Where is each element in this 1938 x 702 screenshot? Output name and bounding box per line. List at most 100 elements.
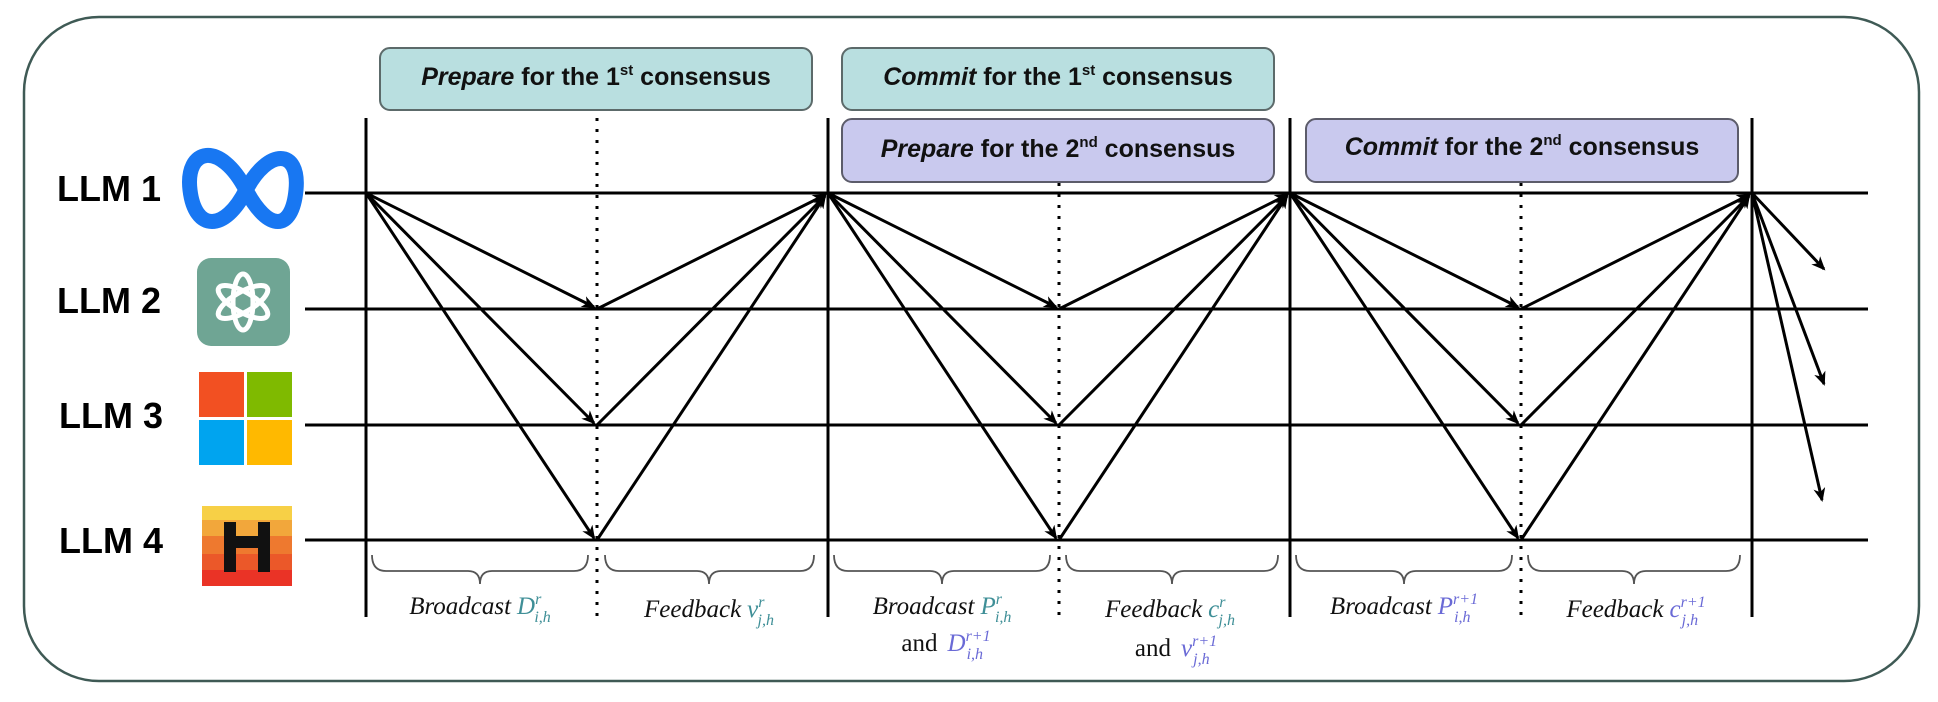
phase-tail: consensus <box>633 63 771 91</box>
brace <box>1295 554 1513 585</box>
phase-box-prepare-1: Prepare for the 1st consensus <box>379 47 813 111</box>
feedback-arrow <box>1519 194 1751 427</box>
next-round-arrow <box>1750 192 1826 386</box>
broadcast-arrow <box>365 191 596 309</box>
phase-tail: consensus <box>1562 133 1700 161</box>
cap-sub: i,h <box>995 609 1011 626</box>
broadcast-arrow <box>1289 191 1520 309</box>
cap-sup: r+1 <box>1453 591 1478 608</box>
feedback-arrow <box>596 193 827 311</box>
phase-box-commit-2: Commit for the 2nd consensus <box>1305 118 1739 183</box>
cap-sub: j,h <box>756 612 774 629</box>
phase-sup: st <box>1082 62 1095 79</box>
broadcast-arrow <box>364 192 596 540</box>
cap-sub: i,h <box>534 609 550 626</box>
cap-sym: D <box>516 593 535 620</box>
meta-logo-icon <box>182 148 304 229</box>
phase-box-prepare-2: Prepare for the 2nd consensus <box>841 118 1275 183</box>
cap-and-sym: D <box>947 630 966 657</box>
cap-sub: j,h <box>1217 612 1235 629</box>
phase-tail: consensus <box>1098 135 1236 163</box>
phase-sup: st <box>620 62 633 79</box>
phase-em: Commit <box>1345 133 1440 161</box>
outer-frame <box>22 15 1921 683</box>
feedback-arrow <box>1057 194 1289 541</box>
cap-and-sym: v <box>1181 635 1193 662</box>
phase-em: Commit <box>883 63 978 91</box>
broadcast-arrow <box>364 191 596 425</box>
brace <box>1527 554 1741 585</box>
feedback-arrow <box>1520 193 1751 311</box>
feedback-arrow <box>595 194 827 427</box>
cap-sup: r <box>535 591 542 608</box>
brace <box>1065 554 1279 585</box>
broadcast-arrow <box>827 191 1058 309</box>
broadcast-arrow <box>826 191 1058 425</box>
cap-sub: j,h <box>1680 612 1698 629</box>
feedback-arrow <box>595 194 827 541</box>
llm-2-label: LLM 2 <box>57 280 161 321</box>
svg-text:Commit for the 1st consensus: Commit for the 1st consensus <box>883 62 1233 91</box>
feedback-arrow <box>1057 194 1289 427</box>
cap-sym: v <box>747 596 759 623</box>
broadcast-arrow <box>1288 191 1520 425</box>
cap-word: Feedback <box>643 596 742 623</box>
cap-sym: c <box>1670 596 1681 623</box>
cap-sup: r <box>758 594 765 611</box>
brace <box>833 554 1051 585</box>
cap-word: Broadcast <box>873 593 976 620</box>
next-round-arrow <box>1750 191 1826 271</box>
cap-and: and <box>1135 635 1172 662</box>
cap-sym: P <box>979 593 995 620</box>
phase-text: for the 2 <box>1438 133 1544 161</box>
broadcast-arrow <box>1288 192 1520 540</box>
cap-word: Broadcast <box>1330 593 1433 620</box>
phase-tail: consensus <box>1095 63 1233 91</box>
svg-text:Prepare for the 1st consensus: Prepare for the 1st consensus <box>421 62 771 91</box>
cap-word: Feedback <box>1104 596 1203 623</box>
llm-1-label: LLM 1 <box>57 168 161 209</box>
cap-sup: r <box>1219 594 1226 611</box>
llm-4-label: LLM 4 <box>59 520 163 561</box>
cap-word: Broadcast <box>409 593 512 620</box>
cap-sym: P <box>1437 593 1453 620</box>
cap-and-sup: r+1 <box>1192 633 1217 650</box>
phase-em: Prepare <box>421 63 514 91</box>
broadcast-arrow <box>826 192 1058 540</box>
cap-sup: r <box>996 591 1003 608</box>
phase-em: Prepare <box>881 135 974 163</box>
llm-3-label: LLM 3 <box>59 395 163 436</box>
feedback-arrow <box>1519 194 1751 541</box>
svg-text:Prepare for the 2nd consensus: Prepare for the 2nd consensus <box>881 134 1236 163</box>
next-round-arrow <box>1750 192 1826 502</box>
mistral-logo-icon <box>202 506 292 586</box>
cap-and: and <box>901 630 938 657</box>
cap-sym: c <box>1208 596 1219 623</box>
feedback-arrow <box>1058 193 1289 311</box>
cap-sub: i,h <box>1454 609 1470 626</box>
phase-text: for the 1 <box>976 63 1082 91</box>
brace <box>371 554 589 585</box>
cap-and-sub: j,h <box>1191 651 1209 668</box>
brace <box>604 554 815 585</box>
microsoft-logo-icon <box>199 372 292 465</box>
phase-sup: nd <box>1543 132 1561 149</box>
phase-text: for the 2 <box>974 135 1080 163</box>
cap-sup: r+1 <box>1681 594 1706 611</box>
phase-box-commit-1: Commit for the 1st consensus <box>841 47 1275 111</box>
openai-logo-icon <box>197 258 290 346</box>
svg-text:Commit for the 2nd consensus: Commit for the 2nd consensus <box>1345 132 1700 161</box>
phase-sup: nd <box>1079 134 1097 151</box>
cap-and-sub: i,h <box>967 646 983 663</box>
cap-and-sup: r+1 <box>966 628 991 645</box>
cap-word: Feedback <box>1565 596 1664 623</box>
